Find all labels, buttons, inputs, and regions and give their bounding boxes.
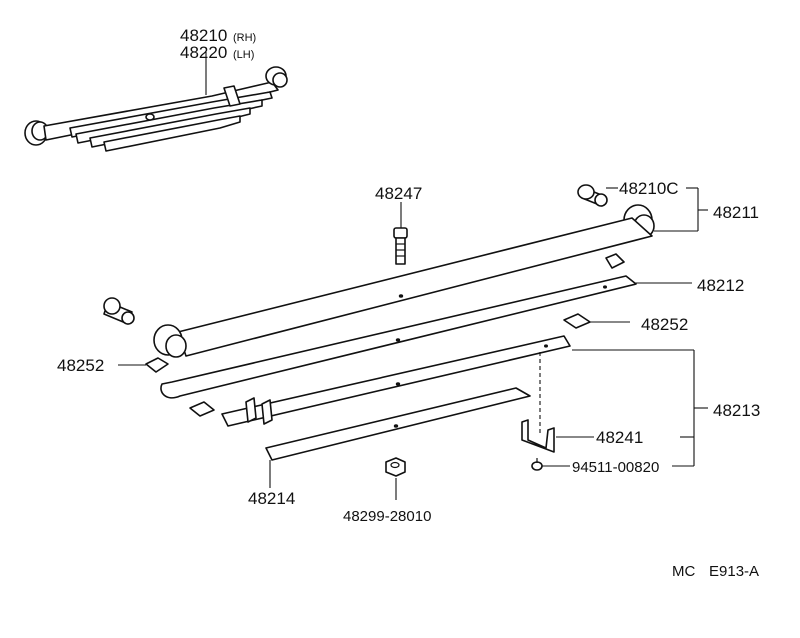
footer-code: E913-A xyxy=(709,563,759,580)
label-leaf-no1: 48211 xyxy=(713,203,759,222)
nut xyxy=(385,457,406,500)
label-nut: 48299-28010 xyxy=(343,508,431,525)
center-bolt xyxy=(393,202,408,265)
label-screw: 94511-00820 xyxy=(572,459,659,476)
insert-pad-left xyxy=(118,357,215,417)
insert-pad-right xyxy=(563,313,630,329)
label-leaf-no4: 48214 xyxy=(248,489,295,508)
leaf-no3 xyxy=(221,335,694,436)
leaf-no1 xyxy=(153,204,698,358)
label-assy-lh-side: (LH) xyxy=(233,49,254,61)
bushing-left xyxy=(103,297,135,325)
label-assy-rh-side: (RH) xyxy=(233,32,256,44)
bracket-48213 xyxy=(672,350,708,467)
label-bushing-c: 48210C xyxy=(619,179,679,198)
leaf-no4 xyxy=(265,387,531,488)
label-assy-lh: 48220 xyxy=(180,43,227,62)
screw xyxy=(531,458,570,471)
leaf-no2 xyxy=(160,253,692,399)
footer-prefix: MC xyxy=(672,563,695,580)
label-clip: 48241 xyxy=(596,428,643,447)
label-bolt: 48247 xyxy=(375,184,422,203)
label-insert-right: 48252 xyxy=(641,315,688,334)
clip-48241 xyxy=(521,419,594,453)
label-assy-rh: 48210 xyxy=(180,26,227,45)
label-leaf-no2: 48212 xyxy=(697,276,744,295)
label-insert-left: 48252 xyxy=(57,356,104,375)
spring-assembly-drawing xyxy=(24,52,288,152)
bushing-48210c xyxy=(577,184,618,207)
bracket-48211 xyxy=(686,187,708,231)
label-leaf-no3: 48213 xyxy=(713,401,760,420)
